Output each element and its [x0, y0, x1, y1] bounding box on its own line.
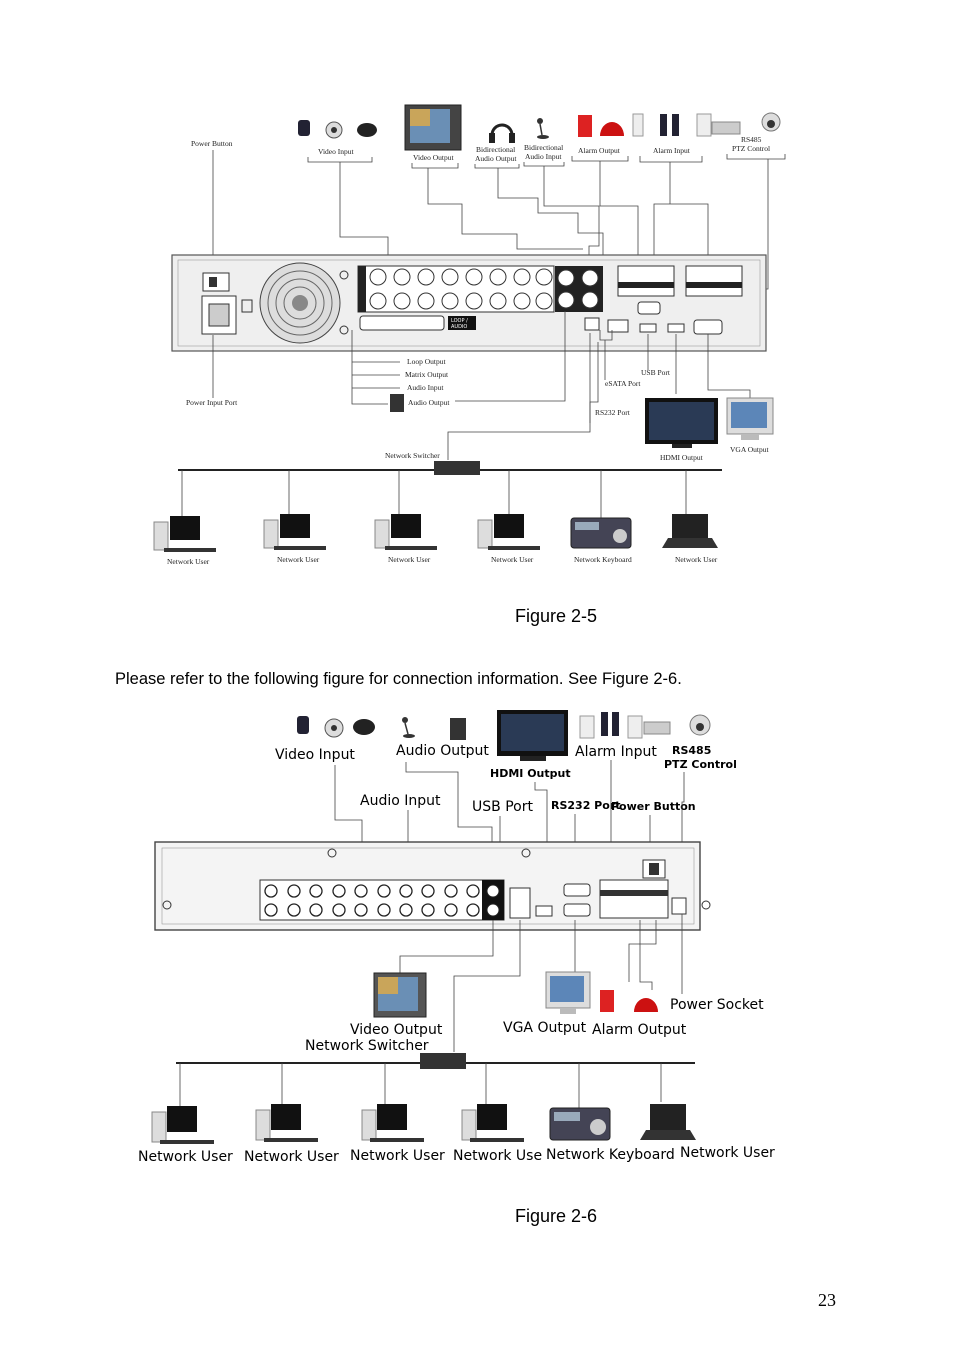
network-switch-icon: [434, 461, 480, 475]
panel-tag-2: AUDIO: [451, 324, 467, 330]
panel-tag-1: LOOP /: [451, 318, 468, 324]
figure-2-5-diagram: Power Button Video Input Video Output Bi…: [153, 104, 786, 566]
label-alarm-input-2: Alarm Input: [575, 744, 657, 760]
fig2-user-1: Network User: [138, 1149, 233, 1165]
hdmi-tv-icon: [645, 398, 718, 448]
label-video-input: Video Input: [318, 147, 355, 156]
label-bidir-in-1: Bidirectional: [524, 143, 563, 152]
label-rs232-port: RS232 Port: [595, 408, 631, 417]
fig2-user-2: Network User: [244, 1149, 339, 1165]
dvr-back-panel-2: [154, 841, 711, 931]
fig1-keyboard: Network Keyboard: [574, 555, 632, 564]
hdmi-tv-icon-2: [497, 710, 568, 761]
label-power-input-port: Power Input Port: [186, 398, 238, 407]
video-output-monitor-icon: [373, 972, 427, 1018]
vga-monitor-icon-2: [545, 971, 591, 1014]
label-network-switcher-2: Network Switcher: [305, 1038, 429, 1054]
figure-2-6-diagram: Video Input Audio Output HDMI Output Ala…: [138, 710, 775, 1165]
network-keyboard-icon-2: [549, 1107, 611, 1141]
label-alarm-output: Alarm Output: [578, 146, 621, 155]
label-audio-output: Audio Output: [408, 398, 450, 407]
label-usb-port: USB Port: [641, 368, 671, 377]
fig1-user-6: Network User: [675, 555, 718, 564]
label-rs485-1: RS485: [741, 135, 762, 144]
alarm-input-icons-2: [579, 712, 711, 739]
label-alarm-output-2: Alarm Output: [592, 1022, 687, 1038]
alarm-icons: [578, 112, 781, 137]
label-rs232-port-2: RS232 Port: [551, 799, 621, 812]
label-matrix-output: Matrix Output: [405, 370, 449, 379]
label-bidir-in-2: Audio Input: [525, 152, 562, 161]
label-audio-output-2: Audio Output: [396, 743, 489, 759]
microphone-icon-2: [402, 717, 415, 738]
label-vga-output: VGA Output: [730, 445, 769, 454]
camera-icons: [298, 120, 377, 139]
label-vga-output-2: VGA Output: [503, 1020, 587, 1036]
network-user-laptop: [662, 514, 718, 548]
dvr-back-panel: LOOP / AUDIO: [171, 254, 767, 352]
page-number: 23: [818, 1290, 836, 1310]
network-switch-icon-2: [420, 1053, 466, 1069]
fig2-keyboard: Network Keyboard: [546, 1147, 675, 1163]
speaker-icon-2: [450, 718, 466, 740]
label-rs485-2: PTZ Control: [732, 144, 770, 153]
figure-2-6-caption: Figure 2-6: [515, 1206, 598, 1226]
microphone-icon: [537, 118, 549, 139]
fig1-user-3: Network User: [388, 555, 431, 564]
label-usb-port-2: USB Port: [472, 799, 533, 815]
figure-2-5-caption: Figure 2-5: [515, 606, 598, 626]
label-power-button: Power Button: [191, 139, 233, 148]
network-user-pc-4: [477, 514, 540, 550]
label-video-output: Video Output: [413, 153, 455, 162]
fig2-user-4: Network Use: [453, 1148, 542, 1164]
vga-monitor-icon: [726, 397, 774, 440]
speaker-icon: [390, 394, 404, 412]
label-bidir-out-1: Bidirectional: [476, 145, 515, 154]
network-user-pc-1: [153, 516, 216, 552]
network-user-pc-2: [263, 514, 326, 550]
fig1-user-1: Network User: [167, 557, 210, 566]
label-power-button-2: Power Button: [611, 800, 696, 813]
label-rs485-1-2: RS485: [672, 744, 711, 757]
label-hdmi-output: HDMI Output: [660, 453, 704, 462]
label-alarm-input: Alarm Input: [653, 146, 691, 155]
label-network-switcher: Network Switcher: [385, 451, 440, 460]
label-power-socket-2: Power Socket: [670, 997, 764, 1013]
camera-icons-2: [297, 716, 375, 738]
alarm-output-icons-2: [600, 990, 658, 1012]
network-user-pc-2-3: [361, 1104, 424, 1142]
label-audio-input-2: Audio Input: [360, 793, 441, 809]
label-audio-input: Audio Input: [407, 383, 444, 392]
network-user-laptop-2: [640, 1104, 696, 1140]
network-user-pc-2-2: [255, 1104, 318, 1142]
headphone-icon: [489, 123, 515, 143]
connection-paragraph: Please refer to the following figure for…: [115, 670, 682, 688]
label-esata-port: eSATA Port: [605, 379, 641, 388]
label-bidir-out-2: Audio Output: [475, 154, 517, 163]
fig2-user-3: Network User: [350, 1148, 445, 1164]
label-hdmi-output-2: HDMI Output: [490, 767, 571, 780]
label-video-output-2: Video Output: [350, 1022, 443, 1038]
fig1-user-4: Network User: [491, 555, 534, 564]
monitor-icon: [404, 104, 462, 151]
network-user-pc-2-4: [461, 1104, 524, 1142]
label-rs485-2-2: PTZ Control: [664, 758, 737, 771]
fig1-user-2: Network User: [277, 555, 320, 564]
network-keyboard-icon: [570, 517, 632, 549]
label-video-input-2: Video Input: [275, 747, 355, 763]
fig2-user-6: Network User: [680, 1145, 775, 1161]
network-user-pc-3: [374, 514, 437, 550]
label-loop-output: Loop Output: [407, 357, 446, 366]
network-user-pc-2-1: [151, 1106, 214, 1144]
